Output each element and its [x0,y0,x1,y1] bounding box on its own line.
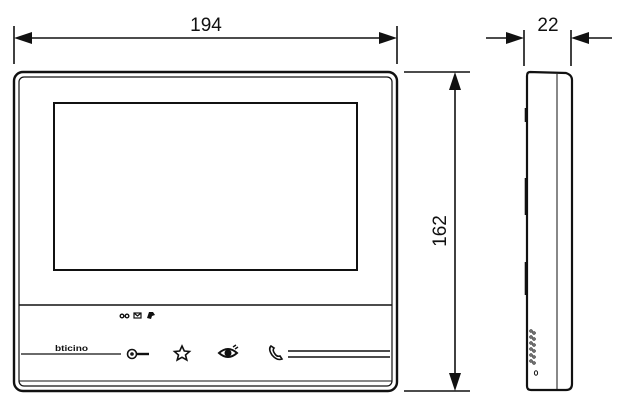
width-dimension [13,26,398,64]
door-open-icon [147,312,155,319]
side-view [524,70,574,392]
device-bezel [18,76,393,387]
depth-dimension [486,30,612,66]
star-icon[interactable] [172,344,192,362]
side-port [533,370,539,376]
height-label: 162 [430,215,451,247]
phone-icon[interactable] [268,344,284,361]
device-outline [12,70,399,393]
key-icon[interactable] [126,348,150,360]
speaker-grille [529,329,536,365]
screen [53,102,358,271]
depth-label: 22 [537,15,558,36]
width-label: 194 [190,15,222,36]
message-icon [133,312,142,319]
height-dimension [404,71,470,392]
answering-machine-icon [119,313,130,319]
front-view [12,70,399,393]
eye-icon[interactable] [217,344,239,358]
brand-logo: bticino [55,344,88,353]
